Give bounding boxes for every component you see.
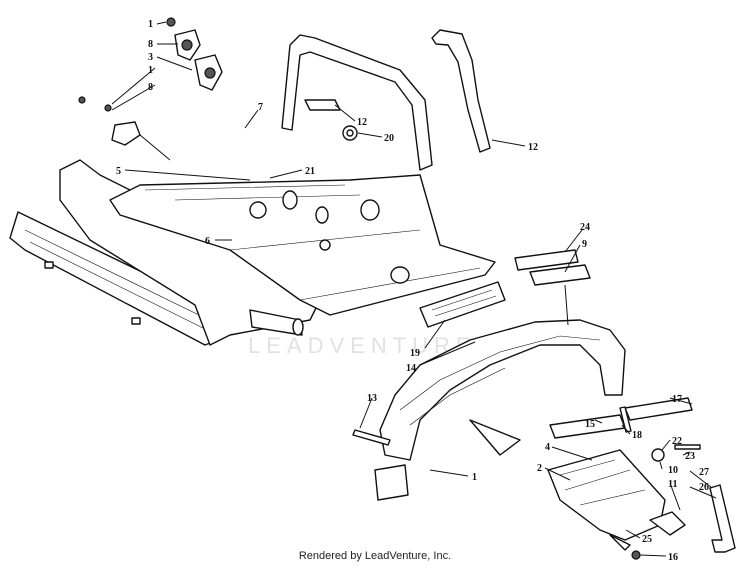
- callout-9: 9: [582, 239, 587, 250]
- callout-26: 26: [699, 482, 709, 493]
- callout-2: 2: [537, 463, 542, 474]
- callout-17: 17: [672, 394, 682, 405]
- callout-numbers: 1 8 3 1 8 7 5 12 20 21 12 6 24 9 19 14 1…: [116, 19, 709, 563]
- callout-4: 4: [545, 442, 550, 453]
- bracket-assembly: [547, 397, 736, 560]
- chassis-frame: [9, 34, 496, 346]
- callout-22: 22: [672, 436, 682, 447]
- callout-3: 3: [148, 52, 153, 63]
- callout-7: 7: [258, 102, 263, 113]
- callout-12: 12: [357, 117, 367, 128]
- callout-16: 16: [668, 552, 678, 563]
- decals: [419, 249, 591, 328]
- grab-handle-part: [431, 29, 491, 153]
- callout-19: 19: [410, 348, 420, 359]
- watermark-text: LEADVENTURE: [248, 333, 477, 358]
- callout-8: 8: [148, 39, 153, 50]
- callout-13: 13: [367, 393, 377, 404]
- callout-18: 18: [632, 430, 642, 441]
- callout-6: 6: [205, 236, 210, 247]
- nose-pan: [374, 319, 626, 501]
- callout-10: 10: [668, 465, 678, 476]
- lamp-assembly: [78, 17, 223, 161]
- callout-24: 24: [580, 222, 590, 233]
- callout-20: 20: [384, 133, 394, 144]
- footer-credit: Rendered by LeadVenture, Inc.: [298, 550, 452, 562]
- leader-lines: [111, 21, 717, 557]
- bolt-13: [352, 429, 391, 446]
- callout-5: 5: [116, 166, 121, 177]
- callout-1: 1: [472, 472, 477, 483]
- callout-12: 12: [528, 142, 538, 153]
- callout-1: 1: [148, 65, 153, 76]
- callout-14: 14: [406, 363, 416, 374]
- callout-1: 1: [148, 19, 153, 30]
- callout-8: 8: [148, 82, 153, 93]
- callout-25: 25: [642, 534, 652, 545]
- callout-23: 23: [685, 451, 695, 462]
- callout-15: 15: [585, 419, 595, 430]
- callout-27: 27: [699, 467, 709, 478]
- callout-11: 11: [668, 479, 677, 490]
- callout-21: 21: [305, 166, 315, 177]
